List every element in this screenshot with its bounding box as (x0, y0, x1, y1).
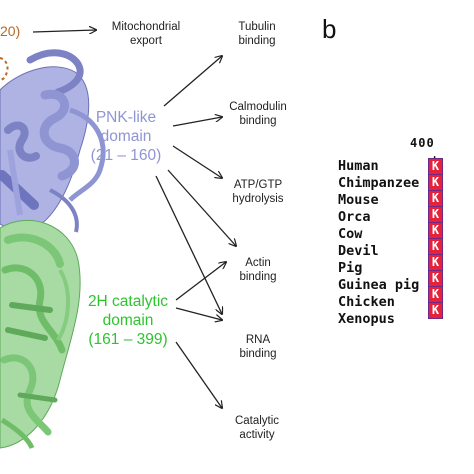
residue-column: K K K K K K K K K K (428, 158, 443, 319)
function-mito: Mitochondrial export (96, 20, 196, 48)
panel-b-letter: b (322, 14, 337, 44)
pnk-domain-structure (0, 49, 106, 233)
function-catalytic-line1: Catalytic (234, 415, 280, 427)
brown-dashed-ring (0, 57, 9, 81)
function-catalytic-line2: activity (239, 429, 275, 441)
function-actin-line2: binding (239, 271, 277, 283)
residue-cell: K (429, 207, 442, 222)
arrows (32, 30, 236, 408)
pnk-domain-label: PNK-like domain (21 – 160) (78, 108, 174, 165)
residue-cell: K (429, 175, 442, 190)
residue-cell: K (429, 159, 442, 174)
species-name: Xenopus (338, 311, 395, 327)
residue-cell: K (429, 271, 442, 286)
function-mito-line2: export (130, 35, 162, 47)
function-tubulin: Tubulin binding (222, 20, 292, 48)
function-catalytic: Catalytic activity (222, 414, 292, 442)
residue-cell: K (429, 255, 442, 270)
residue-cell: K (429, 303, 442, 318)
pnk-domain-line2: domain (100, 128, 152, 145)
function-mito-line1: Mitochondrial (111, 21, 181, 33)
arrow-2h-to-rna (175, 307, 222, 320)
arrow-to-calmodulin (172, 117, 222, 127)
species-name: Cow (338, 226, 363, 242)
residue-cell: K (429, 223, 442, 238)
residue-cell: K (429, 287, 442, 302)
alignment-position-label: 400 (410, 136, 435, 150)
arrow-2h-to-catalytic (175, 341, 222, 408)
species-name: Mouse (338, 192, 379, 208)
function-tubulin-line1: Tubulin (238, 21, 276, 33)
species-name: Guinea pig (338, 277, 420, 293)
arrow-pnk-to-actin (167, 169, 236, 246)
function-rna-line1: RNA (245, 334, 271, 346)
function-atp: ATP/GTP hydrolysis (220, 178, 296, 206)
arrow-to-mito (32, 30, 96, 32)
2h-domain-line3: (161 – 399) (88, 331, 168, 348)
alignment-position-marker: . (431, 147, 439, 161)
residue-cell: K (429, 239, 442, 254)
arrow-pnk-to-atp (172, 145, 222, 178)
species-name: Pig (338, 260, 363, 276)
function-calmodulin-line1: Calmodulin (229, 101, 287, 113)
function-calmodulin-line2: binding (239, 115, 277, 127)
function-atp-line1: ATP/GTP (233, 179, 283, 191)
arrow-pnk-to-rna (155, 175, 222, 314)
pnk-domain-line1: PNK-like (95, 109, 157, 126)
arrow-to-tubulin (163, 56, 222, 107)
species-name: Chimpanzee (338, 175, 420, 191)
function-tubulin-line2: binding (238, 35, 276, 47)
pnk-domain-line3: (21 – 160) (90, 147, 162, 164)
species-name: Orca (338, 209, 371, 225)
left-fragment-label: 20) (0, 23, 21, 39)
function-actin: Actin binding (228, 256, 288, 284)
2h-domain-line1: 2H catalytic (87, 293, 169, 310)
species-name: Chicken (338, 294, 395, 310)
2h-domain-structure (0, 219, 81, 450)
species-name: Human (338, 158, 379, 174)
function-calmodulin: Calmodulin binding (218, 100, 298, 128)
2h-domain-line2: domain (102, 312, 154, 329)
residue-cell: K (429, 191, 442, 206)
function-rna: RNA binding (228, 333, 288, 361)
species-list: Human Chimpanzee Mouse Orca Cow Devil Pi… (338, 158, 419, 328)
function-atp-line2: hydrolysis (232, 193, 284, 205)
function-actin-line1: Actin (245, 257, 271, 269)
function-rna-line2: binding (239, 348, 277, 360)
2h-domain-label: 2H catalytic domain (161 – 399) (74, 292, 182, 349)
species-name: Devil (338, 243, 379, 259)
arrow-2h-to-actin (175, 262, 226, 301)
